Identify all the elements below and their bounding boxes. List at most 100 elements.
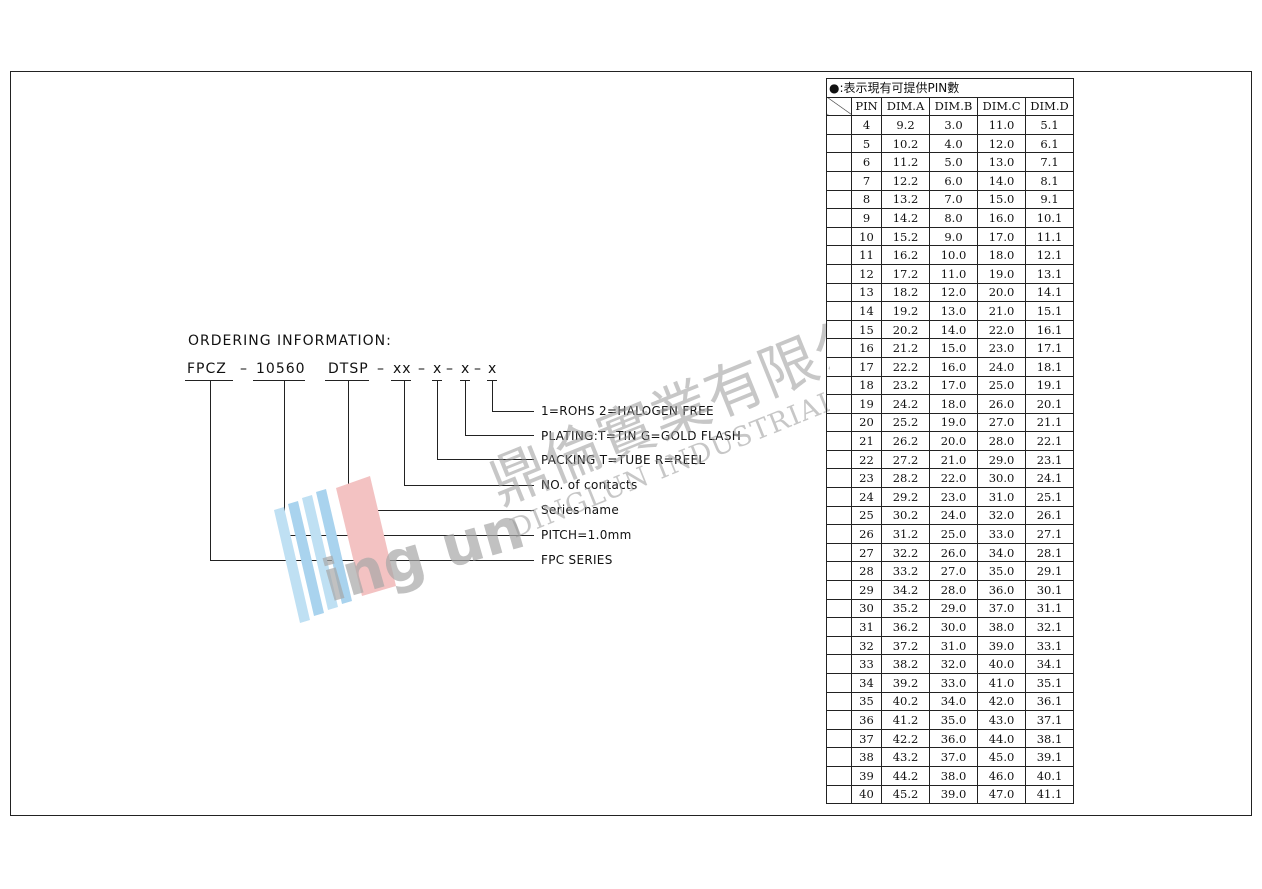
table-cell: 12.2	[881, 170, 930, 191]
leader-plating-h	[465, 435, 534, 436]
table-cell: 32.1	[1025, 617, 1074, 637]
table-cell: 38	[851, 747, 882, 767]
table-cell: 21.0	[977, 301, 1026, 321]
availability-mark-cell	[826, 468, 852, 489]
pn-dash-4: –	[446, 361, 454, 377]
table-cell: 34.2	[881, 580, 930, 600]
table-cell: 18	[851, 375, 882, 396]
availability-mark-cell	[826, 375, 852, 396]
table-cell: 40.2	[881, 691, 930, 712]
table-cell: 15.1	[1025, 301, 1074, 321]
pn-dash-3: –	[418, 361, 426, 377]
table-cell: 18.1	[1025, 356, 1074, 377]
header-dim-c: DIM.C	[977, 96, 1026, 117]
leader-pitch-v	[284, 381, 285, 535]
table-cell: 40.0	[977, 654, 1026, 674]
table-cell: 30.2	[881, 505, 930, 526]
leader-type-h	[348, 510, 534, 511]
table-cell: 7.0	[929, 189, 978, 210]
availability-mark-cell	[826, 598, 852, 619]
table-cell: 29.2	[881, 487, 930, 507]
table-cell: 8.0	[929, 208, 978, 228]
table-cell: 12.1	[1025, 245, 1074, 265]
table-cell: 12	[851, 263, 882, 284]
table-cell: 20.1	[1025, 394, 1074, 414]
table-cell: 34.0	[977, 542, 1026, 563]
header-blank-diagonal	[826, 96, 852, 117]
table-cell: 34	[851, 673, 882, 693]
table-cell: 19.2	[881, 301, 930, 321]
table-cell: 11.2	[881, 152, 930, 172]
pn-rohs: x	[488, 361, 498, 377]
availability-mark-cell	[826, 524, 852, 544]
table-cell: 37.0	[929, 747, 978, 767]
table-cell: 17.0	[977, 226, 1026, 247]
table-cell: 21	[851, 431, 882, 451]
availability-mark-cell	[826, 765, 852, 786]
table-cell: 26.2	[881, 431, 930, 451]
table-cell: 12.0	[977, 133, 1026, 154]
table-cell: 20.0	[929, 431, 978, 451]
table-cell: 30	[851, 598, 882, 619]
header-dim-d: DIM.D	[1025, 96, 1074, 117]
availability-mark-cell	[826, 133, 852, 154]
availability-mark-cell	[826, 245, 852, 265]
table-cell: 37.2	[881, 635, 930, 656]
availability-mark-cell	[826, 170, 852, 191]
table-cell: 33	[851, 654, 882, 674]
availability-mark-cell	[826, 487, 852, 507]
table-cell: 11.1	[1025, 226, 1074, 247]
pn-dash-5: –	[474, 361, 482, 377]
table-cell: 22.2	[881, 356, 930, 377]
leader-series-h	[210, 560, 534, 561]
leader-packing-v	[437, 381, 438, 459]
table-cell: 29	[851, 580, 882, 600]
filled-dot-icon: ●	[829, 81, 840, 96]
table-cell: 27.2	[881, 449, 930, 470]
table-cell: 31.2	[881, 524, 930, 544]
table-cell: 37.1	[1025, 710, 1074, 730]
table-cell: 32.0	[929, 654, 978, 674]
table-cell: 23.0	[929, 487, 978, 507]
table-cell: 39.0	[929, 784, 978, 805]
pn-dash-2: –	[377, 361, 385, 377]
table-cell: 28.2	[881, 468, 930, 489]
table-cell: 25.1	[1025, 487, 1074, 507]
table-cell: 15.0	[977, 189, 1026, 210]
availability-mark-cell	[826, 542, 852, 563]
table-cell: 32.0	[977, 505, 1026, 526]
table-cell: 32	[851, 635, 882, 656]
table-cell: 38.0	[929, 765, 978, 786]
table-cell: 41.2	[881, 710, 930, 730]
table-cell: 24.0	[929, 505, 978, 526]
table-cell: 14.2	[881, 208, 930, 228]
table-cell: 24.2	[881, 394, 930, 414]
availability-mark-cell	[826, 412, 852, 433]
table-cell: 5	[851, 133, 882, 154]
table-cell: 24.0	[977, 356, 1026, 377]
table-cell: 45.2	[881, 784, 930, 805]
table-cell: 36.0	[977, 580, 1026, 600]
table-cell: 21.2	[881, 338, 930, 358]
availability-mark-cell	[826, 635, 852, 656]
table-cell: 25.0	[929, 524, 978, 544]
table-note: ●:表示現有可提供PIN數	[826, 78, 1074, 98]
table-cell: 11.0	[929, 263, 978, 284]
table-cell: 18.2	[881, 282, 930, 303]
table-cell: 39.0	[977, 635, 1026, 656]
table-cell: 9	[851, 208, 882, 228]
availability-mark-cell	[826, 189, 852, 210]
availability-mark-cell	[826, 226, 852, 247]
table-cell: 20.2	[881, 319, 930, 340]
table-cell: 11	[851, 245, 882, 265]
legend-series-name: Series name	[541, 503, 620, 517]
table-cell: 9.0	[929, 226, 978, 247]
table-cell: 41.0	[977, 673, 1026, 693]
